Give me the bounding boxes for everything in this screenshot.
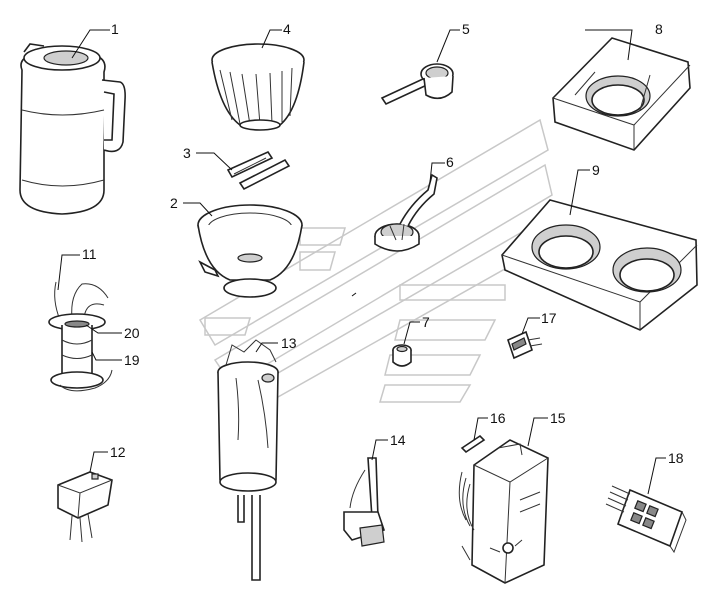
part-18-keypad bbox=[605, 485, 687, 554]
label-17: 17 bbox=[541, 310, 557, 326]
label-9: 9 bbox=[592, 162, 600, 178]
label-7: 7 bbox=[422, 314, 430, 330]
label-20: 20 bbox=[124, 325, 140, 341]
label-2: 2 bbox=[170, 195, 178, 211]
label-3: 3 bbox=[183, 145, 191, 161]
part-4-paper-filter bbox=[211, 43, 305, 131]
part-7-fitting bbox=[392, 344, 412, 367]
label-15: 15 bbox=[550, 410, 566, 426]
part-16-pin bbox=[460, 434, 486, 454]
label-6: 6 bbox=[446, 154, 454, 170]
part-12-relay bbox=[57, 471, 113, 543]
part-1-carafe bbox=[19, 43, 126, 215]
part-labels: 1 4 3 5 8 6 2 9 11 20 19 13 7 17 12 14 1… bbox=[82, 21, 684, 466]
part-2-filter-holder bbox=[197, 204, 303, 298]
part-11-19-20-heater-assembly bbox=[48, 281, 113, 392]
part-17-switch bbox=[507, 330, 543, 360]
part-15-control-box bbox=[458, 439, 549, 584]
label-19: 19 bbox=[124, 352, 140, 368]
label-8: 8 bbox=[655, 21, 663, 37]
label-12: 12 bbox=[110, 444, 126, 460]
label-5: 5 bbox=[462, 21, 470, 37]
label-1: 1 bbox=[111, 21, 119, 37]
label-14: 14 bbox=[390, 432, 406, 448]
label-11: 11 bbox=[82, 246, 97, 262]
part-8-single-tray bbox=[552, 37, 691, 151]
label-16: 16 bbox=[490, 410, 506, 426]
stray-mark bbox=[351, 292, 357, 297]
part-14-hose-fitting bbox=[343, 457, 386, 547]
leader-lines bbox=[57, 29, 666, 495]
part-6-valve-cap bbox=[374, 173, 438, 252]
label-13: 13 bbox=[281, 335, 297, 351]
label-4: 4 bbox=[283, 21, 291, 37]
label-18: 18 bbox=[668, 450, 684, 466]
part-3-clips bbox=[226, 150, 291, 191]
part-9-double-tray bbox=[501, 199, 698, 331]
part-13-boiler-tank bbox=[217, 339, 279, 581]
part-5-measuring-scoop bbox=[380, 63, 454, 106]
